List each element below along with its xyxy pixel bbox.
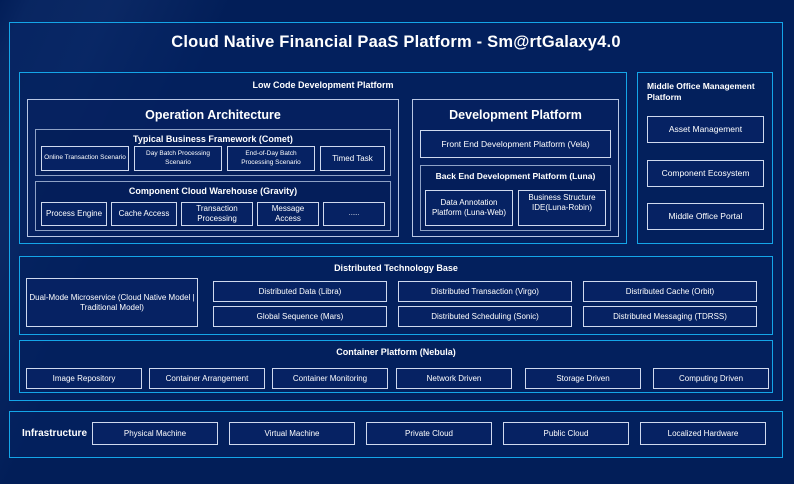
distributed-technology-base-title: Distributed Technology Base — [334, 263, 458, 273]
cell-virtual-machine[interactable]: Virtual Machine — [229, 422, 355, 445]
cell-image-repository[interactable]: Image Repository — [26, 368, 142, 389]
cell-public-cloud[interactable]: Public Cloud — [503, 422, 629, 445]
back-end-development-platform-title: Back End Development Platform (Luna) — [435, 171, 596, 181]
cell-end-of-day-batch-processing-scenario[interactable]: End-of-Day Batch Processing Scenario — [227, 146, 315, 171]
cell-online-transaction-scenario[interactable]: Online Transaction Scenario — [41, 146, 129, 171]
cell-front-end-development-platform[interactable]: Front End Development Platform (Vela) — [420, 130, 611, 158]
operation-architecture-title: Operation Architecture — [145, 108, 281, 122]
cell-global-sequence[interactable]: Global Sequence (Mars) — [213, 306, 387, 327]
cell-private-cloud[interactable]: Private Cloud — [366, 422, 492, 445]
cell-container-arrangement[interactable]: Container Arrangement — [149, 368, 265, 389]
cell-component-ecosystem[interactable]: Component Ecosystem — [647, 160, 764, 187]
cell-cache-access[interactable]: Cache Access — [111, 202, 177, 226]
container-platform-title: Container Platform (Nebula) — [336, 347, 456, 357]
cell-distributed-data[interactable]: Distributed Data (Libra) — [213, 281, 387, 302]
cell-day-batch-processing-scenario[interactable]: Day Batch Processing Scenario — [134, 146, 222, 171]
cell-business-structure-ide[interactable]: Business Structure IDE(Luna-Robin) — [518, 190, 606, 226]
middle-office-title: Middle Office Management Platform — [647, 81, 755, 103]
cell-process-engine[interactable]: Process Engine — [41, 202, 107, 226]
cell-message-access[interactable]: Message Access — [257, 202, 319, 226]
cell-container-monitoring[interactable]: Container Monitoring — [272, 368, 388, 389]
development-platform-title: Development Platform — [449, 108, 582, 122]
cell-data-annotation-platform[interactable]: Data Annotation Platform (Luna-Web) — [425, 190, 513, 226]
cell-physical-machine[interactable]: Physical Machine — [92, 422, 218, 445]
component-cloud-warehouse-title: Component Cloud Warehouse (Gravity) — [128, 186, 298, 196]
cell-distributed-scheduling[interactable]: Distributed Scheduling (Sonic) — [398, 306, 572, 327]
cell-transaction-processing[interactable]: Transaction Processing — [181, 202, 253, 226]
cell-storage-driven[interactable]: Storage Driven — [525, 368, 641, 389]
cell-localized-hardware[interactable]: Localized Hardware — [640, 422, 766, 445]
typical-business-framework-title: Typical Business Framework (Comet) — [133, 134, 293, 144]
cell-middle-office-portal[interactable]: Middle Office Portal — [647, 203, 764, 230]
cell-distributed-cache[interactable]: Distributed Cache (Orbit) — [583, 281, 757, 302]
low-code-title: Low Code Development Platform — [252, 80, 394, 90]
cell-timed-task[interactable]: Timed Task — [320, 146, 385, 171]
infrastructure-label: Infrastructure — [22, 428, 88, 439]
cell-distributed-transaction[interactable]: Distributed Transaction (Virgo) — [398, 281, 572, 302]
page-title: Cloud Native Financial PaaS Platform - S… — [171, 33, 621, 51]
cell-ellipsis[interactable]: ...... — [323, 202, 385, 226]
cell-distributed-messaging[interactable]: Distributed Messaging (TDRSS) — [583, 306, 757, 327]
cell-computing-driven[interactable]: Computing Driven — [653, 368, 769, 389]
cell-network-driven[interactable]: Network Driven — [396, 368, 512, 389]
cell-asset-management[interactable]: Asset Management — [647, 116, 764, 143]
cell-dual-mode-microservice[interactable]: Dual-Mode Microservice (Cloud Native Mod… — [26, 278, 198, 327]
